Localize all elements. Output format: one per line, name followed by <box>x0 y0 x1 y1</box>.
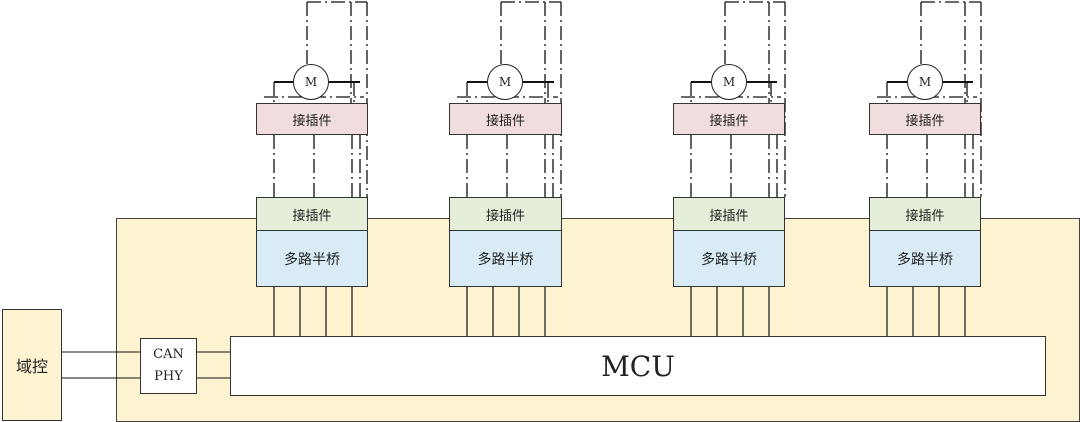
motor-1: M <box>293 64 329 100</box>
connector-bottom-3-label: 接插件 <box>709 208 749 224</box>
connector-top-3: 接插件 <box>673 103 785 135</box>
can-phy-line2: PHY <box>154 369 183 384</box>
connector-top-2-label: 接插件 <box>485 113 525 129</box>
connector-bottom-3: 接插件 <box>673 197 785 230</box>
half-bridge-3-label: 多路半桥 <box>701 251 757 268</box>
domain-controller-box: 域控 <box>2 309 62 421</box>
motor-3-label: M <box>722 75 736 89</box>
connector-bottom-1: 接插件 <box>256 197 368 230</box>
half-bridge-4: 多路半桥 <box>869 230 981 287</box>
connector-bottom-2-label: 接插件 <box>485 208 525 224</box>
half-bridge-1-label: 多路半桥 <box>284 251 340 268</box>
motor-2: M <box>487 64 523 100</box>
half-bridge-2-label: 多路半桥 <box>477 251 534 268</box>
can-phy-line1: CAN <box>153 347 184 362</box>
can-phy-box: CAN PHY <box>140 338 197 394</box>
half-bridge-3: 多路半桥 <box>673 230 785 287</box>
connector-top-2: 接插件 <box>449 103 562 135</box>
connector-top-4: 接插件 <box>869 103 981 135</box>
motor-3: M <box>711 64 747 100</box>
half-bridge-2: 多路半桥 <box>449 230 562 287</box>
mcu-box: MCU <box>230 336 1046 396</box>
connector-bottom-1-label: 接插件 <box>292 208 332 224</box>
connector-bottom-4: 接插件 <box>869 197 981 230</box>
domain-controller-label: 域控 <box>15 357 48 376</box>
mcu-label: MCU <box>601 349 675 383</box>
half-bridge-1: 多路半桥 <box>256 230 368 287</box>
connector-bottom-2: 接插件 <box>449 197 562 230</box>
motor-2-label: M <box>498 75 512 89</box>
motor-4: M <box>907 64 943 100</box>
connector-top-3-label: 接插件 <box>709 113 749 129</box>
connector-top-4-label: 接插件 <box>905 113 945 129</box>
connector-top-1-label: 接插件 <box>292 113 332 129</box>
motor-1-label: M <box>304 75 318 89</box>
half-bridge-4-label: 多路半桥 <box>897 251 953 268</box>
motor-4-label: M <box>918 75 932 89</box>
connector-top-1: 接插件 <box>256 103 368 135</box>
connector-bottom-4-label: 接插件 <box>905 208 945 224</box>
